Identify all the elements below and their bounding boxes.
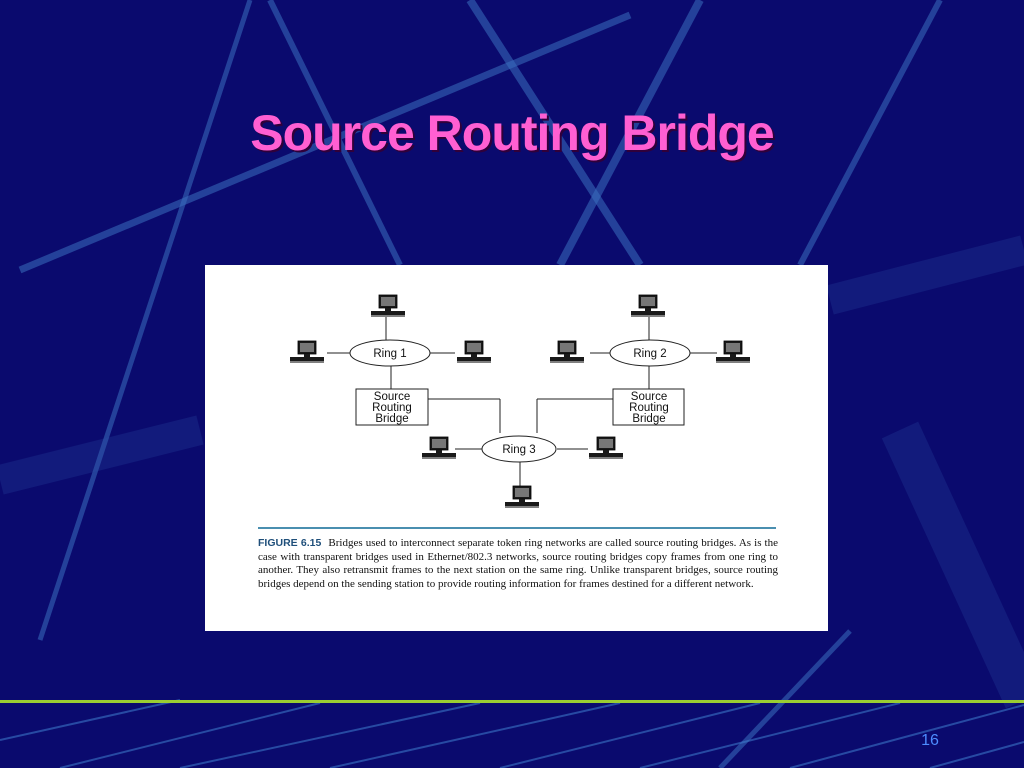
network-links: [327, 317, 717, 487]
computer-workstation-icon: [504, 485, 540, 508]
ring-2-label: Ring 2: [633, 348, 666, 360]
bridge-left-line-3: Bridge: [375, 413, 408, 425]
bridge-left: [355, 388, 429, 426]
ring-1-label: Ring 1: [373, 348, 406, 360]
bridge-right-line-3: Bridge: [632, 413, 665, 425]
footer-rule: [0, 700, 1024, 703]
figure-caption: FIGURE 6.15 Bridges used to interconnect…: [258, 537, 778, 591]
bridge-right-line-1: Source: [631, 391, 667, 403]
computer-workstation-icon: [421, 436, 457, 459]
figure-panel: Ring 1 Ring 2 Ring 3 Source Routing Brid…: [205, 265, 828, 631]
figure-caption-label: FIGURE 6.15: [258, 537, 322, 549]
computer-workstation-icon: [549, 340, 585, 363]
ring-2: [609, 339, 691, 367]
slide-title: Source Routing Bridge: [250, 105, 774, 161]
bridge-left-line-2: Routing: [372, 402, 412, 414]
ring-1: [349, 339, 431, 367]
caption-rule: [258, 527, 776, 529]
ring-3-label: Ring 3: [502, 444, 535, 456]
computer-workstation-icon: [630, 294, 666, 317]
computer-workstation-icon: [370, 294, 406, 317]
page-number: 16: [921, 732, 939, 749]
computer-workstation-icon: [588, 436, 624, 459]
figure-caption-text: Bridges used to interconnect separate to…: [258, 537, 778, 590]
bridge-right: [612, 388, 685, 426]
bridge-right-line-2: Routing: [629, 402, 669, 414]
bridge-left-line-1: Source: [374, 391, 410, 403]
network-diagram: Ring 1 Ring 2 Ring 3 Source Routing Brid…: [289, 294, 751, 508]
ring-3: [481, 435, 557, 463]
computer-workstation-icon: [715, 340, 751, 363]
computer-workstation-icon: [289, 340, 325, 363]
computer-workstation-icon: [456, 340, 492, 363]
